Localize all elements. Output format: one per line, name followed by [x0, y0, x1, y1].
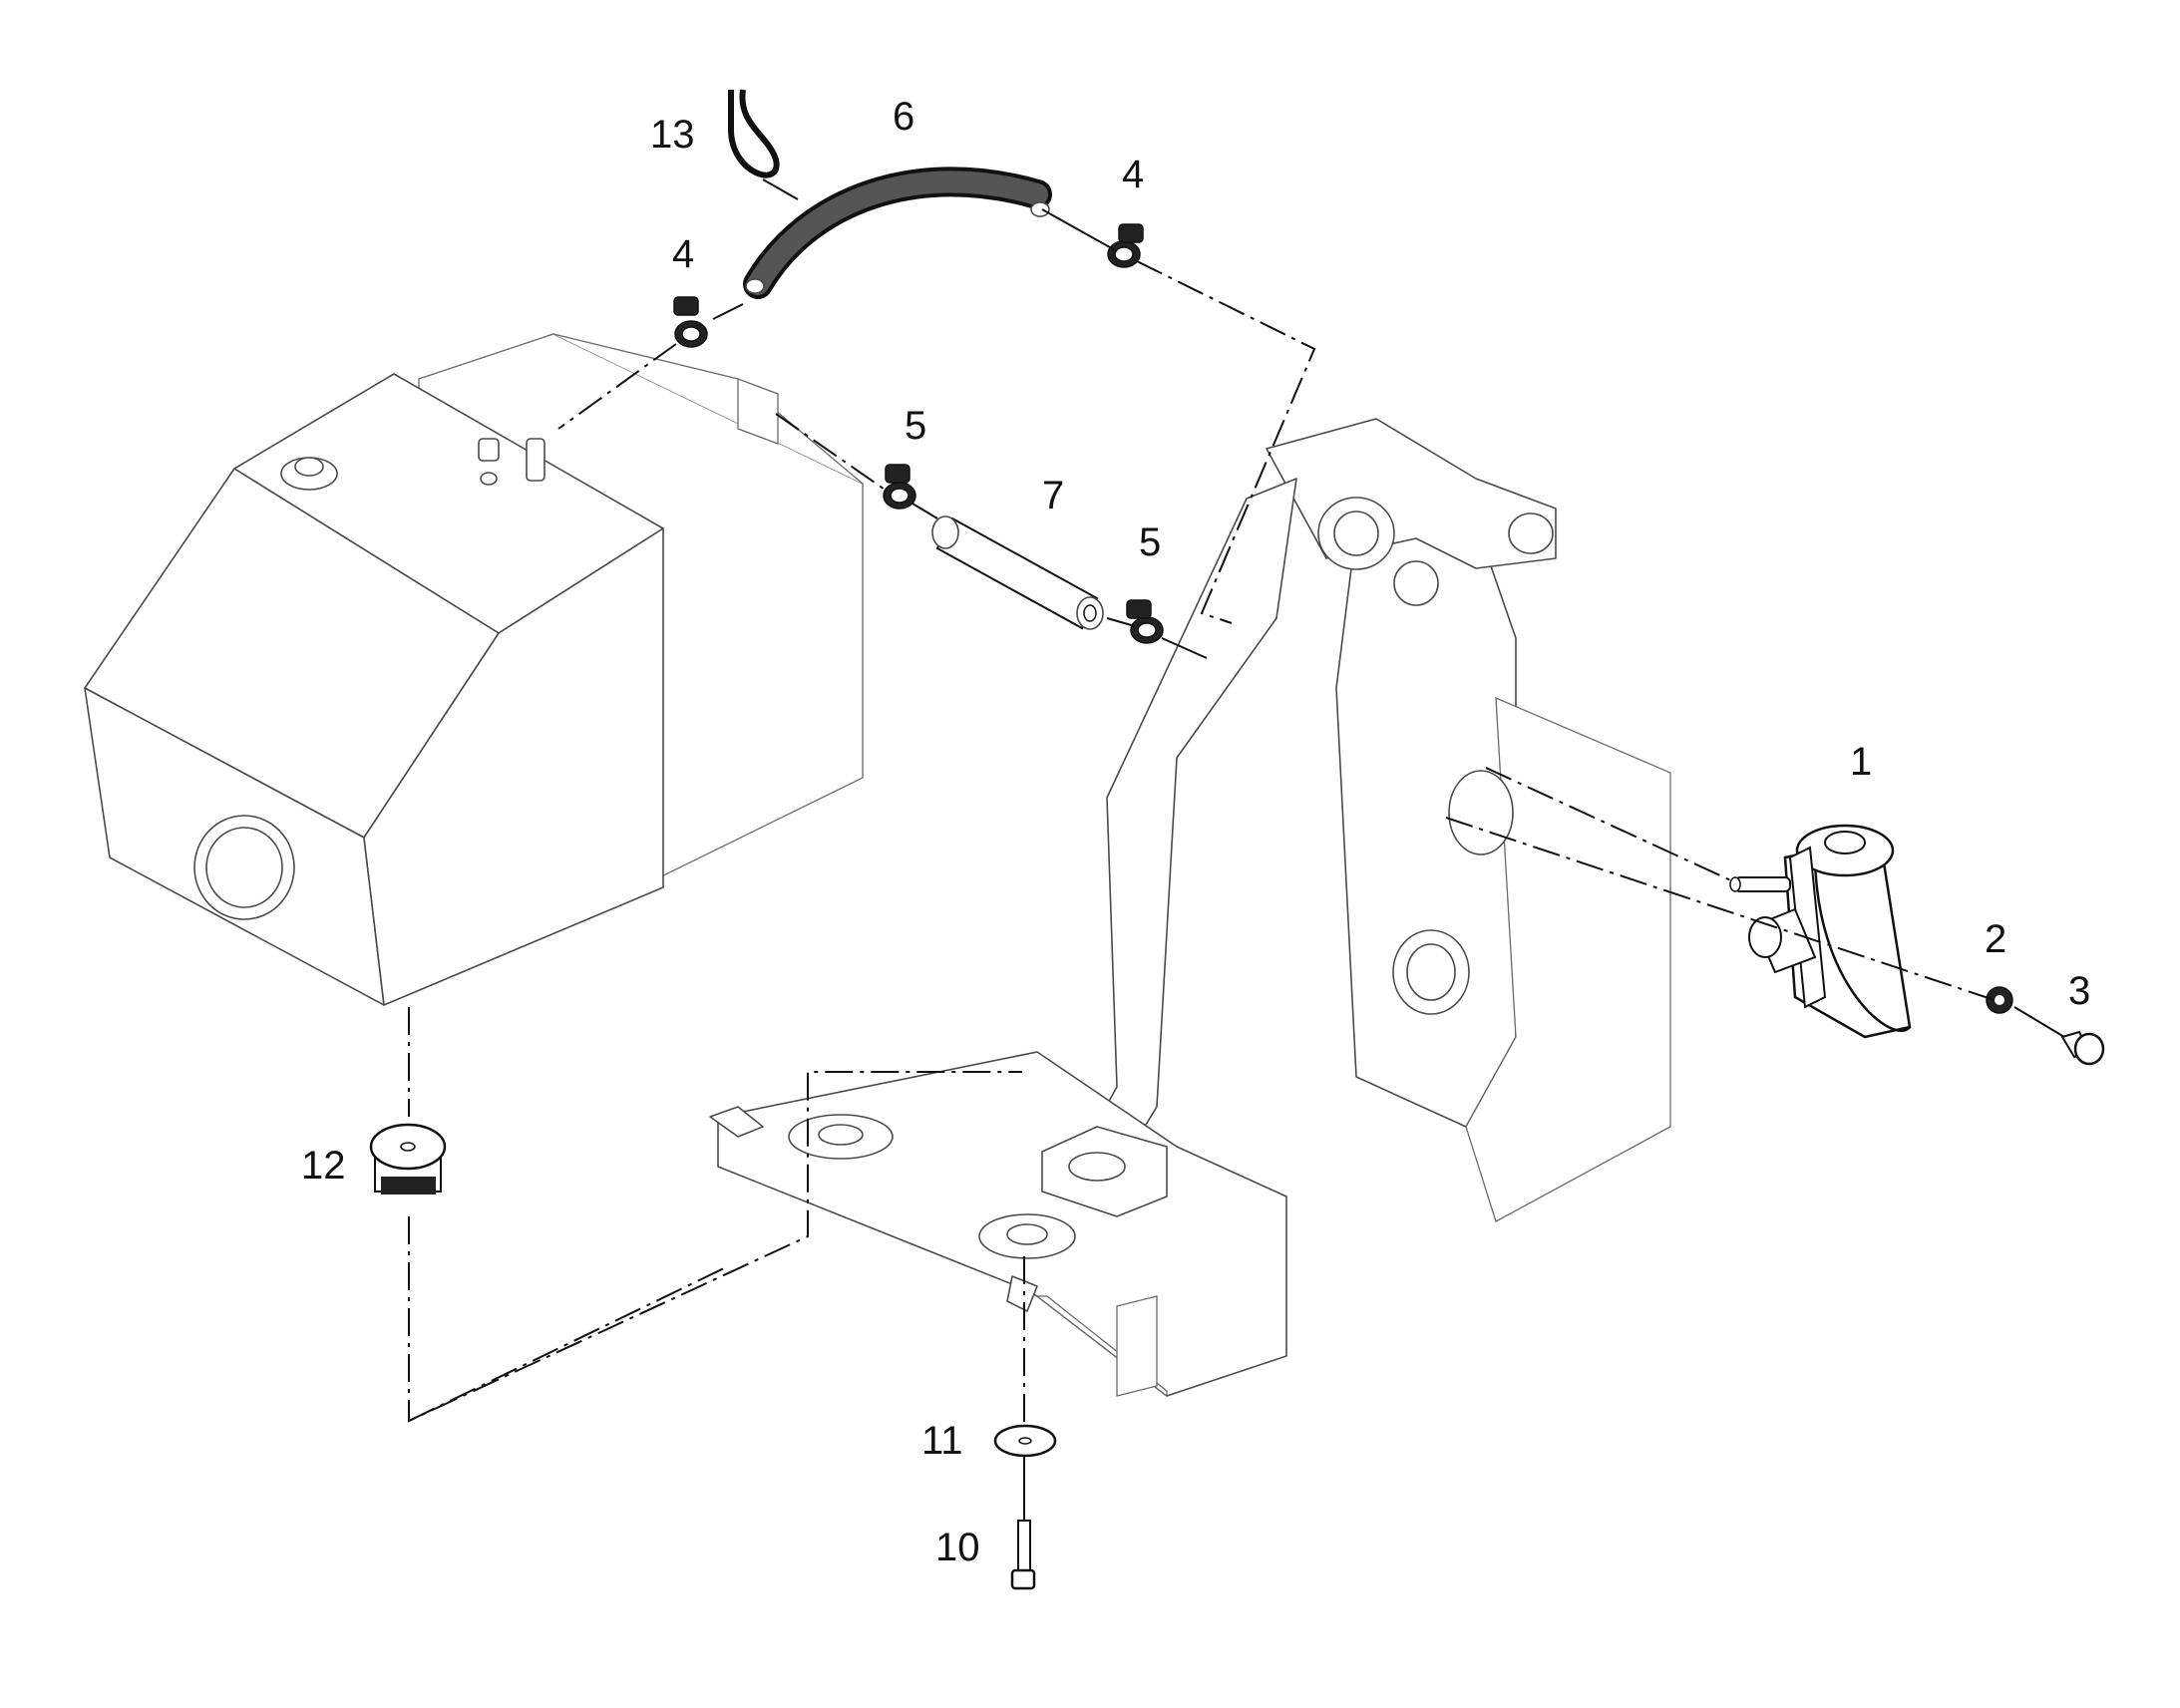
plug-12: [369, 1123, 447, 1195]
callout-13: 13: [650, 113, 695, 157]
hose-7: [931, 515, 1104, 630]
callout-5-right: 5: [1139, 520, 1161, 564]
reservoir-1: [1729, 824, 1912, 1039]
callouts: 1 2 3 4 4 5 5 6 7 10 11 12 13: [301, 95, 2090, 1569]
callout-2: 2: [1985, 917, 2006, 961]
hose-clamp-5-right: [1126, 599, 1164, 644]
callout-10: 10: [935, 1526, 980, 1569]
tank-assembly: [84, 333, 864, 1006]
cable-tie-13: [728, 89, 780, 178]
hose-6: [743, 167, 1052, 299]
callout-3: 3: [2068, 969, 2090, 1013]
screw-3: [2060, 1030, 2105, 1066]
hose-clamp-4-left: [673, 296, 708, 348]
callout-11: 11: [921, 1419, 963, 1463]
callout-1: 1: [1850, 740, 1872, 784]
assembly-lines: [408, 178, 2065, 1521]
hose-clamp-4-right: [1107, 223, 1144, 268]
washer-11: [993, 1424, 1057, 1458]
hose-clamp-5-left: [883, 464, 916, 510]
bolt-10: [1010, 1520, 1036, 1590]
callout-4-right: 4: [1122, 153, 1144, 196]
callout-12: 12: [301, 1144, 346, 1188]
callout-4-left: 4: [672, 232, 694, 276]
washer-2: [1986, 986, 2013, 1014]
callout-6: 6: [893, 95, 914, 139]
callout-5-left: 5: [905, 404, 926, 448]
callout-7: 7: [1042, 474, 1064, 517]
